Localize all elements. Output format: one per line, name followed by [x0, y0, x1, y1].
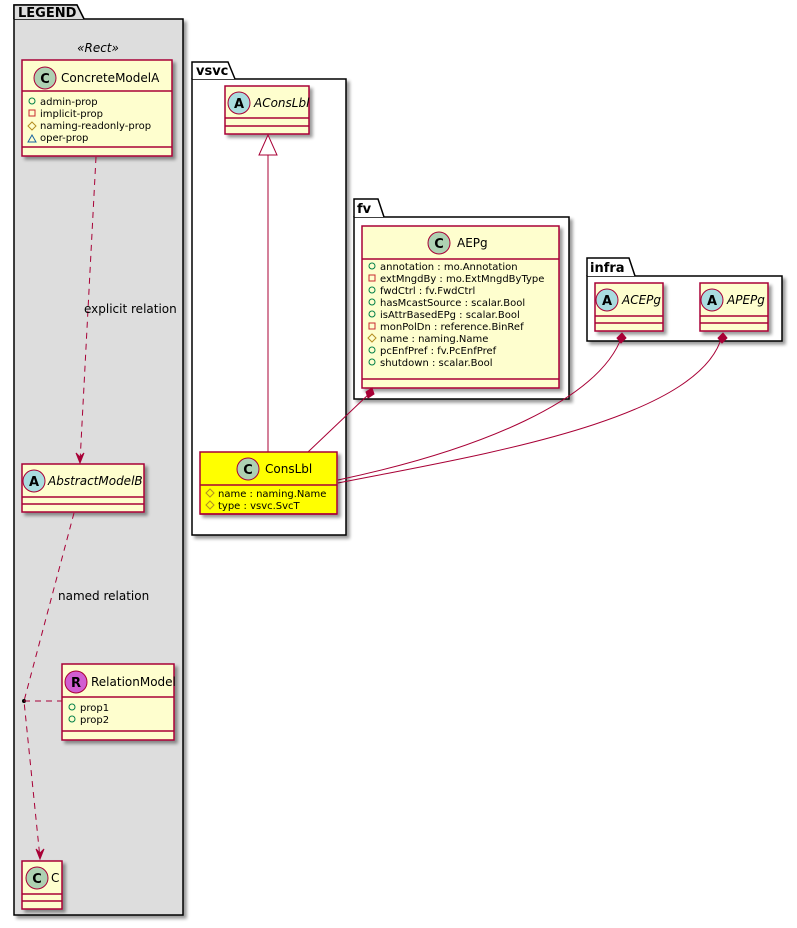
relation-r-icon	[64, 670, 88, 694]
public-icon	[368, 358, 376, 366]
class-name: APEPg	[726, 293, 765, 307]
infra-package-tab	[586, 257, 636, 277]
explicit-relation-label: explicit relation	[84, 302, 177, 316]
svg-text:A: A	[707, 294, 717, 309]
attr: type : vsvc.SvcT	[218, 501, 301, 512]
class-c-icon	[25, 866, 49, 890]
class-cons-lbl[interactable]: C ConsLbl name : naming.Name type : vsvc…	[199, 451, 338, 515]
abstract-a-icon	[227, 91, 251, 115]
inheritance-triangle-icon	[258, 133, 278, 156]
public-icon	[28, 97, 36, 105]
attr: prop1	[80, 703, 109, 714]
svg-text:A: A	[602, 294, 612, 309]
fv-package-title: fv	[357, 202, 372, 217]
class-acepg[interactable]: A ACEPg	[594, 282, 664, 332]
attr: extMngdBy : mo.ExtMngdByType	[380, 274, 544, 285]
class-abstract-model-b[interactable]: A AbstractModelB	[21, 463, 145, 513]
class-c[interactable]: C C	[21, 860, 63, 910]
abstract-a-icon	[595, 288, 619, 312]
svg-text:C: C	[243, 463, 253, 478]
abstract-a-icon	[700, 288, 724, 312]
svg-text:C: C	[32, 872, 42, 887]
composition-diamond-icon	[717, 332, 728, 344]
private-icon	[28, 109, 36, 117]
protected-icon	[27, 121, 37, 131]
public-icon	[368, 346, 376, 354]
attr: isAttrBasedEPg : scalar.Bool	[380, 310, 520, 321]
svg-text:A: A	[29, 475, 39, 490]
class-aepg[interactable]: C AEPg annotation : mo.AnnotationextMngd…	[361, 225, 560, 389]
protected-icon	[367, 333, 377, 343]
class-name: ACEPg	[621, 293, 661, 307]
legend-package-title: LEGEND	[18, 6, 77, 21]
named-relation-label: named relation	[58, 589, 149, 603]
class-name: C	[51, 871, 59, 885]
public-icon	[68, 715, 76, 723]
class-acons-lbl[interactable]: A AConsLbl	[224, 85, 310, 135]
class-relation-model[interactable]: R RelationModel prop1 prop2	[61, 663, 176, 741]
fv-package-tab	[353, 198, 385, 218]
class-concrete-model-a[interactable]: C ConcreteModelA admin-prop implicit-pro…	[21, 59, 173, 157]
svg-text:C: C	[40, 72, 50, 87]
private-icon	[368, 274, 376, 282]
class-name: AConsLbl	[253, 96, 310, 110]
inheritance-edge	[258, 133, 278, 452]
class-c-icon	[427, 231, 451, 255]
attr: pcEnfPref : fv.PcEnfPref	[380, 346, 497, 357]
attr: annotation : mo.Annotation	[380, 262, 518, 273]
protected-icon	[205, 488, 215, 498]
public-icon	[68, 703, 76, 711]
attr: monPolDn : reference.BinRef	[380, 322, 524, 333]
composition-diamond-icon	[616, 332, 627, 344]
vsvc-package-tab	[191, 61, 236, 80]
class-name: AbstractModelB	[47, 474, 143, 488]
public-icon	[368, 298, 376, 306]
attr: admin-prop	[40, 97, 98, 108]
class-name: AEPg	[457, 236, 488, 250]
attr: implicit-prop	[40, 109, 103, 120]
class-apepg[interactable]: A APEPg	[699, 282, 769, 332]
vsvc-package-title: vsvc	[196, 64, 228, 79]
infra-package-title: infra	[590, 261, 625, 276]
public-icon	[368, 286, 376, 294]
attr: name : naming.Name	[380, 334, 488, 345]
abstract-a-icon	[22, 469, 46, 493]
attr: oper-prop	[40, 133, 88, 144]
aepg-conslbl-edge	[307, 392, 371, 453]
private-icon	[368, 322, 376, 330]
svg-text:A: A	[234, 97, 244, 112]
class-name: RelationModel	[91, 675, 176, 689]
arrow-head-icon	[35, 848, 45, 861]
attr: name : naming.Name	[218, 489, 326, 500]
attr: naming-readonly-prop	[40, 121, 151, 132]
protected-icon	[205, 500, 215, 510]
attr: shutdown : scalar.Bool	[380, 358, 493, 369]
named-relation-edge: named relation	[22, 512, 149, 861]
svg-text:C: C	[434, 237, 444, 252]
package-icon	[27, 133, 37, 143]
legend-stereotype: «Rect»	[77, 41, 119, 55]
svg-text:R: R	[71, 676, 81, 691]
class-name: ConsLbl	[265, 462, 312, 476]
explicit-relation-edge: explicit relation	[75, 156, 177, 465]
arrow-head-icon	[75, 452, 85, 465]
class-c-icon	[33, 66, 57, 90]
class-name: ConcreteModelA	[61, 71, 160, 85]
acepg-conslbl-edge	[337, 335, 623, 481]
composition-diamond-icon	[365, 387, 375, 399]
attr: hasMcastSource : scalar.Bool	[380, 298, 525, 309]
composition-edges	[307, 332, 728, 484]
apepg-conslbl-edge	[337, 335, 723, 484]
class-c-icon	[236, 457, 260, 481]
public-icon	[368, 310, 376, 318]
public-icon	[368, 262, 376, 270]
attr: prop2	[80, 715, 109, 726]
attr: fwdCtrl : fv.FwdCtrl	[380, 286, 475, 297]
